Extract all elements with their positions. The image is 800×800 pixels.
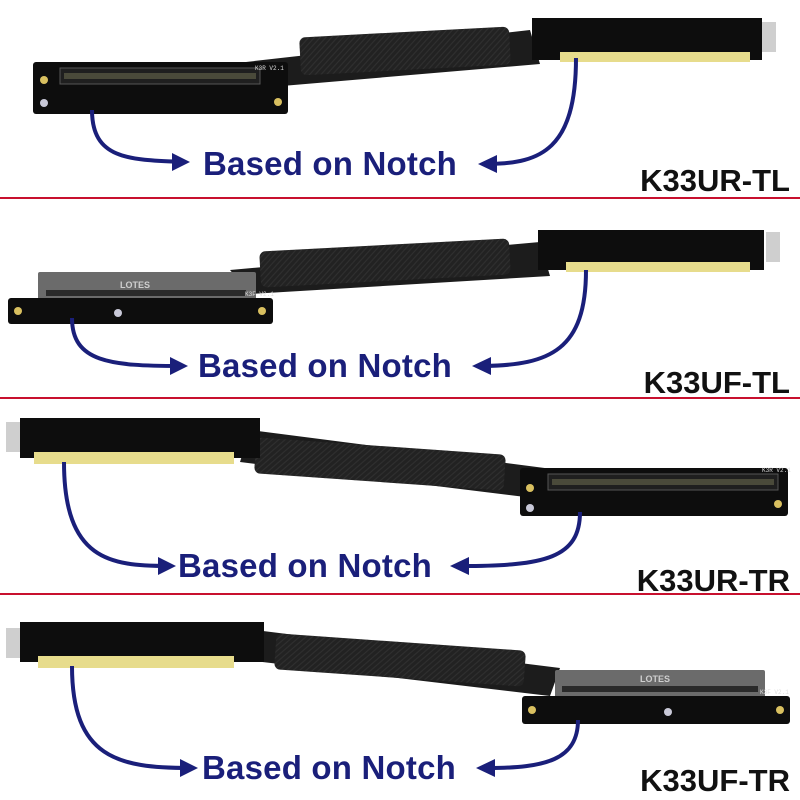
riser-cable-image: K3R V2.1 <box>33 18 776 173</box>
gold-fingers <box>38 656 234 668</box>
panel-k33ur-tr: K3R V2.1 Based on Notch K33UR-TR <box>0 400 800 600</box>
mount-hole <box>40 99 48 107</box>
panel-k33uf-tl: LOTES K3F V2.1 Based on Notch K33UF-TL <box>0 200 800 400</box>
gold-fingers <box>566 262 750 272</box>
mount-hole <box>114 309 122 317</box>
gold-fingers <box>34 452 234 464</box>
board-silkscreen: K3F V2.1 <box>245 291 274 298</box>
right-arrow <box>487 719 580 770</box>
pcie-slot-top <box>20 622 264 662</box>
panel-k33uf-tr: LOTES K3F V2.1 Based on Notch K33UF-TR <box>0 600 800 800</box>
connector-brand: LOTES <box>120 280 150 290</box>
notch-annotation: Based on Notch <box>178 547 432 584</box>
riser-cable-image: LOTES K3F V2.1 <box>6 622 790 777</box>
mount-hole <box>526 504 534 512</box>
left-arrow <box>62 461 169 568</box>
right-arrow <box>461 511 582 568</box>
riser-cable-image: LOTES K3F V2.1 <box>8 230 780 375</box>
panel-k33ur-tl: K3R V2.1 Based on Notch K33UR-TL <box>0 0 800 200</box>
gold-fingers <box>560 52 750 62</box>
divider <box>0 197 800 199</box>
left-arrow <box>90 109 186 164</box>
divider <box>0 397 800 399</box>
model-label: K33UR-TR <box>636 563 790 598</box>
left-arrow <box>70 317 181 368</box>
right-arrow <box>489 57 578 166</box>
board-silkscreen: K3R V2.1 <box>762 467 791 474</box>
model-label: K33UF-TL <box>643 365 790 400</box>
pcb-board <box>522 696 790 724</box>
pcie-slot-top <box>20 418 260 458</box>
mount-hole <box>664 708 672 716</box>
riser-cable-image: K3R V2.1 <box>6 418 791 575</box>
x16-connector <box>555 670 765 700</box>
model-label: K33UR-TL <box>640 163 790 198</box>
model-label: K33UF-TR <box>640 763 790 798</box>
pcb-board <box>8 298 273 324</box>
left-arrow <box>70 665 191 770</box>
connector-brand: LOTES <box>640 674 670 684</box>
notch-annotation: Based on Notch <box>203 145 457 182</box>
board-silkscreen: K3R V2.1 <box>255 65 284 72</box>
divider <box>0 593 800 595</box>
board-silkscreen: K3F V2.1 <box>760 689 789 696</box>
notch-annotation: Based on Notch <box>202 749 456 786</box>
right-arrow <box>483 269 588 368</box>
notch-annotation: Based on Notch <box>198 347 452 384</box>
